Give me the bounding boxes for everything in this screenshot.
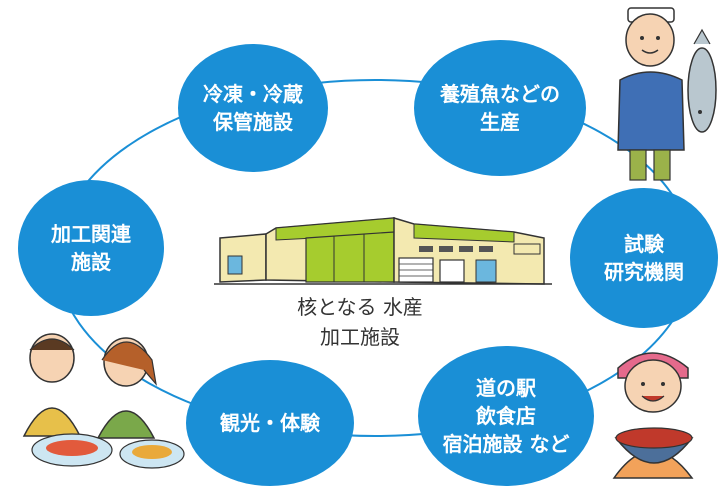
node-tourism: 観光・体験 (186, 360, 354, 486)
node-tourism-line1: 観光・体験 (220, 411, 320, 435)
node-roadside-line2: 飲食店 (476, 404, 536, 428)
node-research-line2: 研究機関 (604, 260, 684, 284)
fisherman-illustration (617, 7, 717, 181)
center-label-line2: 水産加工施設 (320, 295, 423, 349)
node-cold-storage-line2: 保管施設 (213, 110, 293, 134)
node-aquaculture-line1: 養殖魚などの (440, 82, 560, 106)
node-processing-line2: 施設 (71, 250, 111, 274)
node-cold-storage-line1: 冷凍・冷蔵 (203, 82, 303, 106)
node-aquaculture: 養殖魚などの 生産 (414, 40, 586, 176)
center-label-line1: 核となる (297, 295, 377, 319)
node-roadside-line1: 道の駅 (476, 376, 536, 400)
node-aquaculture-line2: 生産 (480, 110, 520, 134)
node-cold-storage: 冷凍・冷蔵 保管施設 (178, 44, 328, 172)
node-research-line1: 試験 (624, 232, 664, 256)
node-processing: 加工関連 施設 (18, 180, 164, 316)
diners-illustration (22, 333, 185, 469)
center-facility-label: 核となる 水産加工施設 (290, 292, 430, 352)
node-research: 試験 研究機関 (570, 188, 718, 328)
node-roadside-station: 道の駅 飲食店 宿泊施設 など (418, 346, 594, 486)
girl-with-bowl-illustration (612, 352, 694, 479)
node-processing-line1: 加工関連 (51, 222, 131, 246)
node-roadside-line3: 宿泊施設 など (442, 432, 570, 456)
processing-plant-illustration (214, 216, 552, 285)
